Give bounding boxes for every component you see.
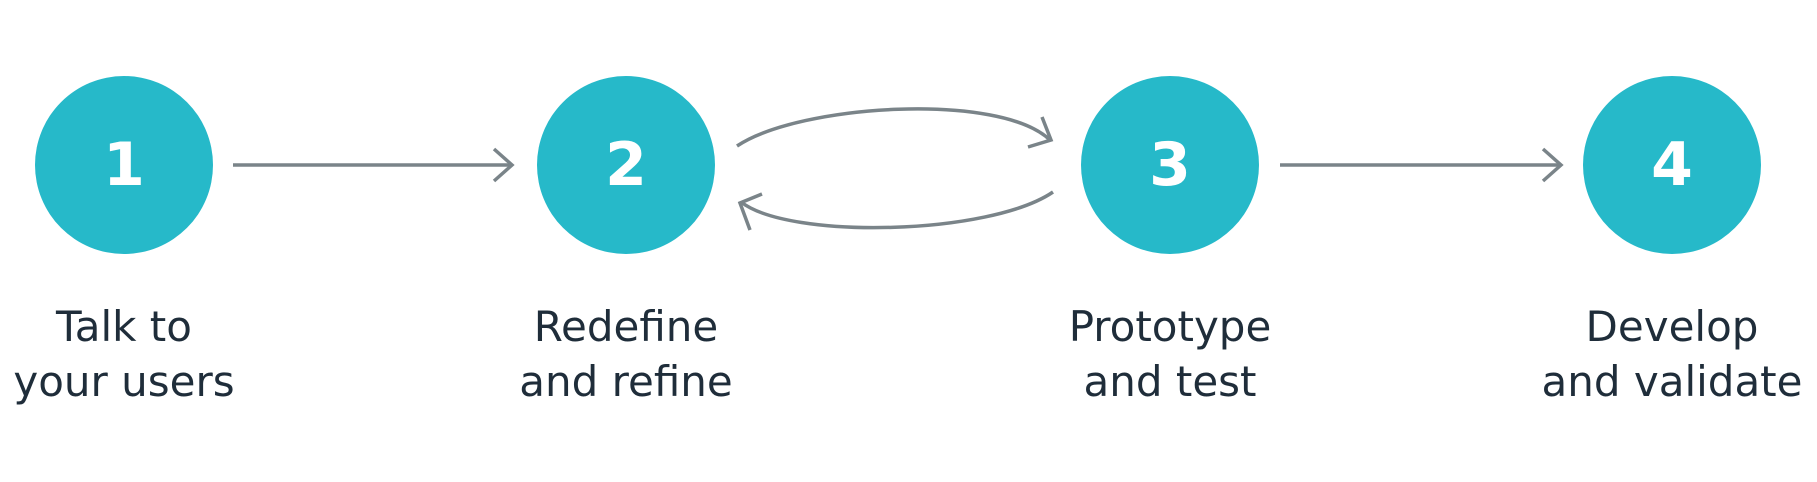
step-1-caption: Talk to your users xyxy=(0,299,324,409)
step-3: 3 Prototype and test xyxy=(970,76,1370,409)
step-1-number: 1 xyxy=(103,130,145,200)
step-2-caption: Redefine and refine xyxy=(426,299,826,409)
arrow-1-to-2 xyxy=(233,147,515,183)
arrow-1-to-2-head xyxy=(492,147,515,183)
step-4-number: 4 xyxy=(1651,130,1693,200)
arrow-2-to-3-line xyxy=(736,107,1052,148)
step-2: 2 Redefine and refine xyxy=(426,76,826,409)
step-1: 1 Talk to your users xyxy=(0,76,324,409)
step-4-caption: Develop and validate xyxy=(1472,299,1817,409)
step-4-caption-line1: Develop xyxy=(1585,302,1759,351)
step-3-number: 3 xyxy=(1149,130,1191,200)
arrow-3-to-2-head xyxy=(737,192,763,231)
arrow-3-to-2-line xyxy=(739,190,1054,230)
step-2-circle: 2 xyxy=(537,76,715,254)
step-1-caption-line2: your users xyxy=(13,357,235,406)
arrow-2-to-3 xyxy=(736,107,1054,149)
step-4-caption-line2: and validate xyxy=(1541,357,1803,406)
arrow-2-to-3-head xyxy=(1027,116,1054,149)
step-2-number: 2 xyxy=(605,130,647,200)
arrow-3-to-4 xyxy=(1280,147,1564,183)
arrow-3-to-2 xyxy=(737,190,1054,231)
step-4: 4 Develop and validate xyxy=(1472,76,1817,409)
arrow-3-to-4-head xyxy=(1541,147,1564,183)
step-2-caption-line2: and refine xyxy=(519,357,733,406)
step-3-caption: Prototype and test xyxy=(970,299,1370,409)
step-1-circle: 1 xyxy=(35,76,213,254)
step-3-caption-line2: and test xyxy=(1083,357,1257,406)
step-3-caption-line1: Prototype xyxy=(1068,302,1272,351)
step-3-circle: 3 xyxy=(1081,76,1259,254)
step-4-circle: 4 xyxy=(1583,76,1761,254)
step-2-caption-line1: Redefine xyxy=(533,302,719,351)
step-1-caption-line1: Talk to xyxy=(56,302,192,351)
